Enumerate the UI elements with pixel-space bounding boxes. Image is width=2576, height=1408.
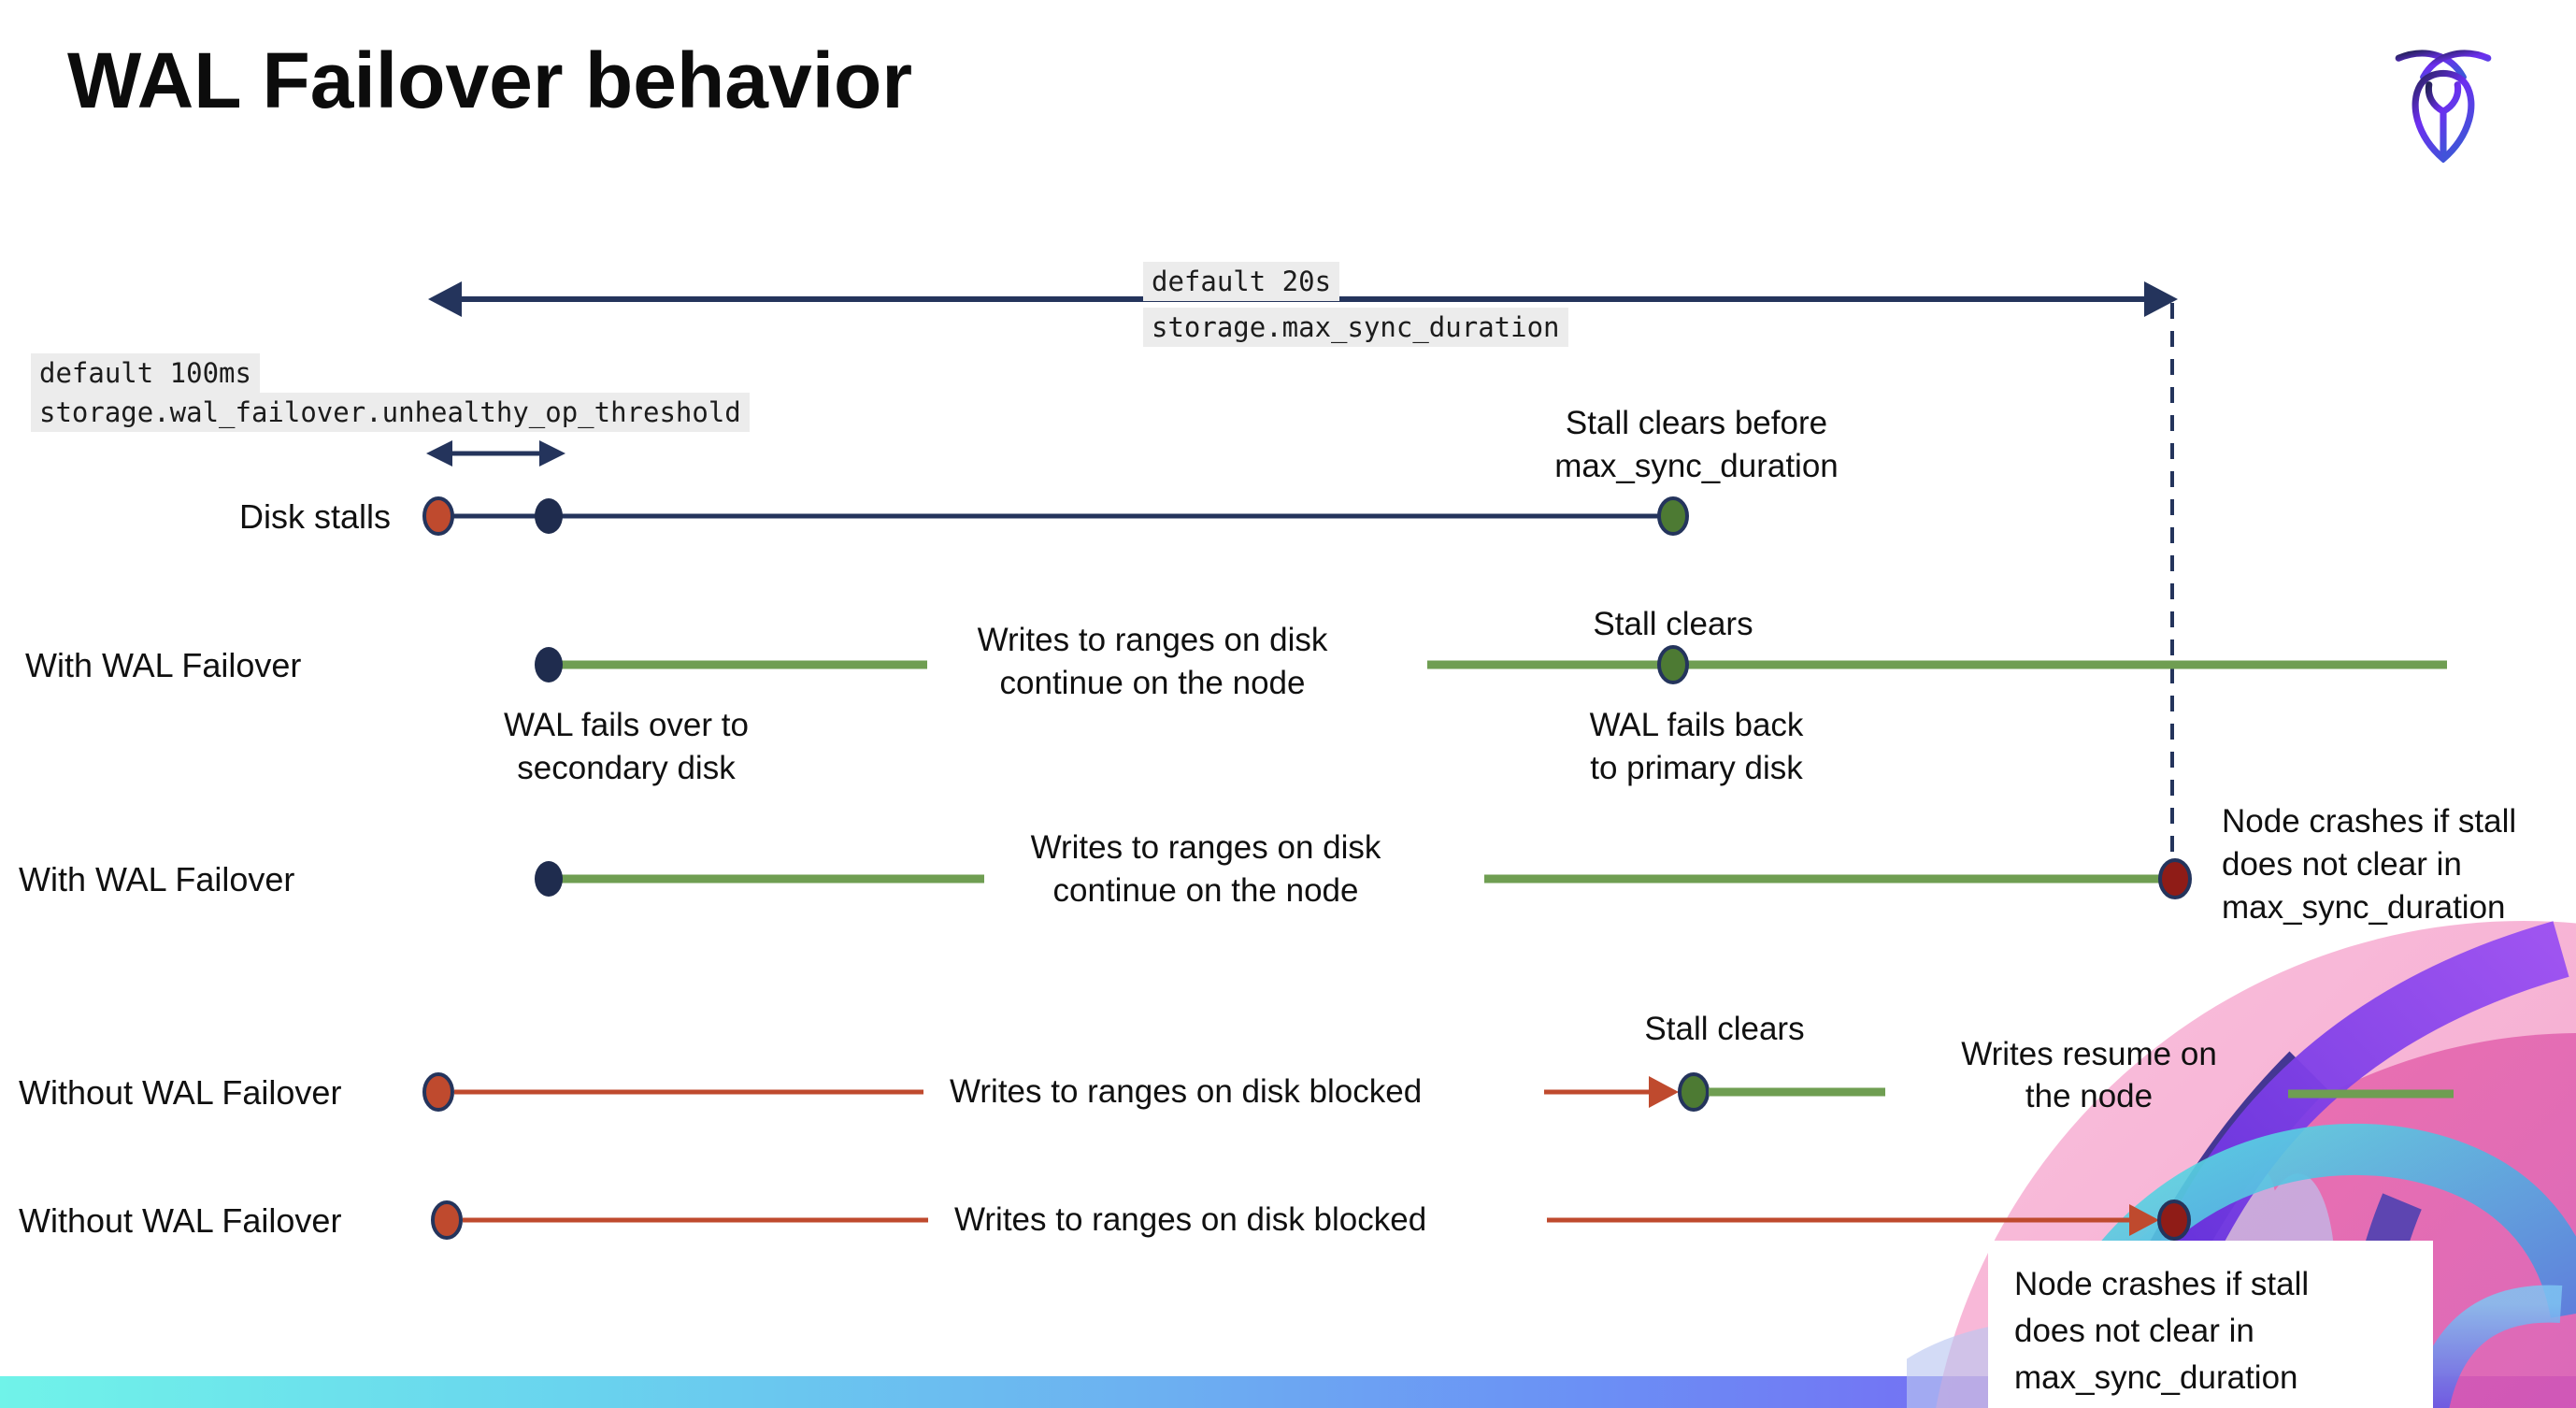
row-no-failover-crash: [431, 1200, 2191, 1241]
page-title: WAL Failover behavior: [67, 36, 913, 124]
max-sync-setting-label: storage.max_sync_duration: [1143, 308, 1568, 347]
row-wal-failover-crash: [535, 858, 2192, 899]
writes-continue-caption-2: Writes to ranges on disk continue on the…: [1030, 829, 1381, 909]
failover-dot: [535, 647, 563, 682]
writes-resume-caption: Writes resume on the node: [1961, 1036, 2217, 1114]
threshold-setting-label: storage.wal_failover.unhealthy_op_thresh…: [31, 393, 750, 432]
threshold-default-label: default 100ms: [31, 353, 260, 393]
writes-continue-caption-1: Writes to ranges on disk continue on the…: [977, 622, 1328, 701]
row-no-failover-clears: [422, 1072, 2454, 1112]
stall-clears-caption-1: Stall clears: [1593, 606, 1753, 642]
unhealthy-op-threshold-arrow: [426, 440, 565, 467]
stall-start-dot: [422, 496, 454, 536]
node-crashes-caption: Node crashes if stall does not clear in …: [2014, 1266, 2310, 1396]
stall-clears-caption-2: Stall clears: [1644, 1011, 1805, 1047]
logo-right-antenna: [2420, 50, 2492, 81]
node-crash-dot: [2158, 858, 2192, 899]
node-crashes-caption-top: Node crashes if stall does not clear in …: [2222, 803, 2517, 926]
wal-fails-back-caption: WAL fails back to primary disk: [1589, 707, 1804, 786]
stall-start-dot: [431, 1200, 463, 1240]
wal-fails-over-caption: WAL fails over to secondary disk: [504, 707, 749, 786]
row-wal-failover-clears: [535, 645, 2447, 684]
failover-dot: [535, 861, 563, 897]
row-label-disk-stalls: Disk stalls: [238, 497, 391, 536]
stall-start-dot: [422, 1072, 454, 1112]
row-label-without-wal-failover-1: Without WAL Failover: [19, 1073, 342, 1112]
crash-caption-card: Node crashes if stall does not clear in …: [1988, 1241, 2433, 1408]
threshold-dot: [535, 498, 563, 534]
row-label-without-wal-failover-2: Without WAL Failover: [19, 1201, 342, 1240]
stall-clears-dot: [1678, 1072, 1710, 1112]
logo-inner-wings: [2425, 81, 2462, 157]
writes-blocked-caption-2: Writes to ranges on disk blocked: [954, 1201, 1427, 1238]
artwork-blue-leg-2: [2411, 1285, 2563, 1408]
stall-clears-dot: [1657, 645, 1689, 684]
logo-body: [2411, 70, 2475, 163]
cockroachdb-logo-icon: [2395, 50, 2492, 163]
row-label-with-wal-failover-2: With WAL Failover: [19, 860, 295, 898]
max-sync-default-label: default 20s: [1143, 262, 1340, 301]
node-crash-dot: [2157, 1200, 2191, 1241]
writes-blocked-caption-1: Writes to ranges on disk blocked: [950, 1073, 1423, 1110]
stall-clears-dot: [1657, 496, 1689, 536]
logo-left-antenna: [2395, 50, 2467, 81]
row-disk-stalls: [422, 496, 1689, 536]
stall-clears-before-caption: Stall clears before max_sync_duration: [1554, 405, 1839, 484]
row-label-with-wal-failover-1: With WAL Failover: [25, 646, 302, 684]
